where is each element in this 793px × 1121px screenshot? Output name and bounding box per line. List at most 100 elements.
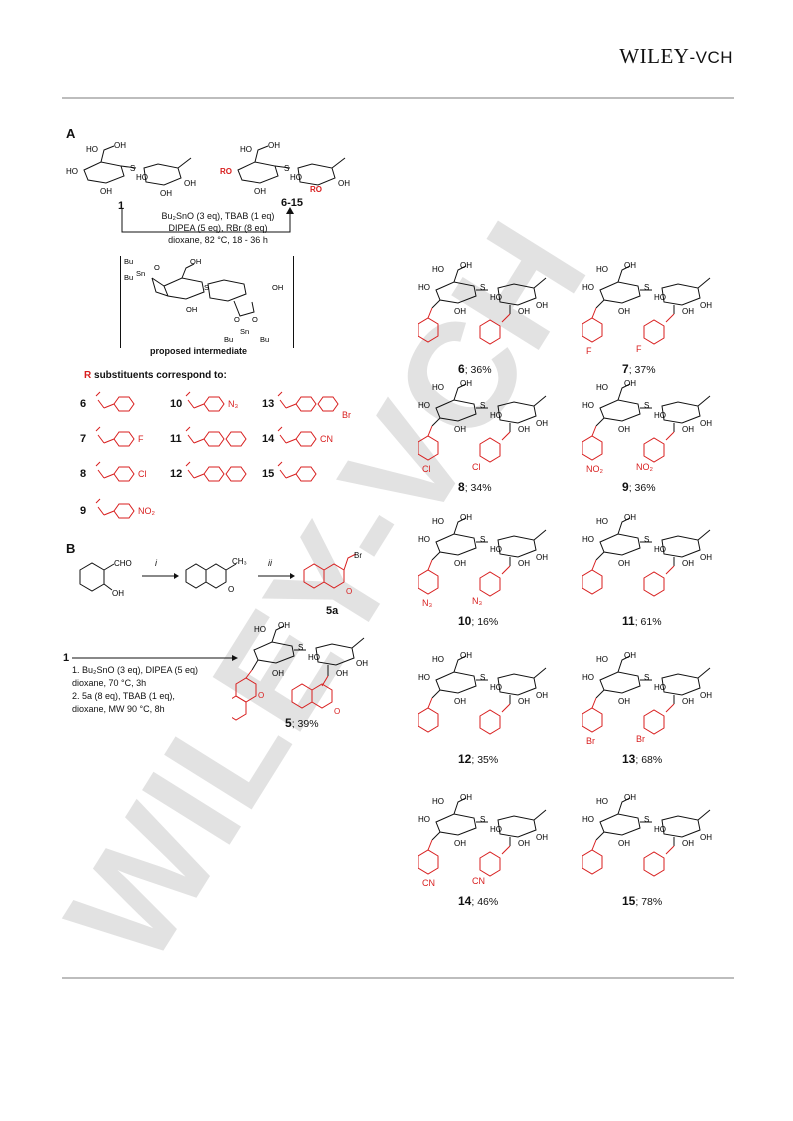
atom-label: OH bbox=[624, 379, 636, 388]
atom-label: HO bbox=[432, 517, 444, 526]
atom-label: OH bbox=[682, 697, 694, 706]
svg-text:O: O bbox=[228, 585, 234, 594]
svg-text:Sn: Sn bbox=[136, 269, 145, 278]
svg-text:Bu: Bu bbox=[124, 257, 133, 266]
substituent-number: 7 bbox=[80, 433, 87, 445]
atom-label: S bbox=[644, 535, 649, 544]
atom-label: HO bbox=[582, 401, 594, 410]
compound-1-structure: OH HO HO S HO OH OH OH bbox=[66, 141, 196, 198]
product-7-label: 7; 37% bbox=[622, 362, 656, 376]
product-13-label: 13; 68% bbox=[622, 752, 662, 766]
svg-text:O: O bbox=[154, 263, 160, 272]
atom-label: OH bbox=[536, 553, 548, 562]
svg-text:OH: OH bbox=[114, 141, 126, 150]
substituent-atom-label: CN bbox=[320, 434, 333, 444]
atom-label: OH bbox=[624, 261, 636, 270]
atom-label: HO bbox=[490, 545, 502, 554]
product-number: 10 bbox=[458, 614, 472, 628]
svg-text:HO: HO bbox=[66, 167, 78, 176]
substituent-structure bbox=[95, 391, 135, 412]
substituents-title: R substituents correspond to: bbox=[84, 370, 227, 381]
product-9-label: 9; 36% bbox=[622, 480, 656, 494]
atom-label: HO bbox=[432, 383, 444, 392]
atom-label: S bbox=[480, 535, 485, 544]
atom-label: OH bbox=[454, 307, 466, 316]
atom-label: OH bbox=[618, 307, 630, 316]
intermediate-bracket bbox=[120, 256, 294, 348]
svg-text:Bu: Bu bbox=[224, 335, 233, 342]
atom-label: OH bbox=[518, 307, 530, 316]
atom-label: HO bbox=[596, 655, 608, 664]
product-atom-label: N₃ bbox=[422, 598, 432, 608]
product-6-label: 6; 36% bbox=[458, 362, 492, 376]
atom-label: OH bbox=[682, 839, 694, 848]
product-atom-label: N₃ bbox=[472, 596, 482, 606]
atom-label: HO bbox=[432, 655, 444, 664]
svg-text:OH: OH bbox=[272, 669, 284, 678]
svg-text:Bu: Bu bbox=[124, 273, 133, 282]
substituent-number: 6 bbox=[80, 398, 87, 410]
product-yield: ; 46% bbox=[471, 896, 499, 908]
substituent-atom-label: N₃ bbox=[228, 399, 239, 409]
atom-label: HO bbox=[490, 293, 502, 302]
atom-label: HO bbox=[654, 545, 666, 554]
atom-label: OH bbox=[518, 839, 530, 848]
arrow-step-ii bbox=[258, 573, 295, 579]
product-number: 6 bbox=[458, 362, 465, 376]
svg-text:OH: OH bbox=[190, 257, 201, 266]
svg-text:HO: HO bbox=[290, 173, 302, 182]
intermediate-structure: Bu Bu Sn O OH S OH OH O O Sn Bu Bu bbox=[124, 257, 283, 342]
svg-text:HO: HO bbox=[308, 653, 320, 662]
svg-text:Bu: Bu bbox=[260, 335, 269, 342]
panel-a-label: A bbox=[66, 126, 76, 141]
atom-label: OH bbox=[624, 651, 636, 660]
atom-label: OH bbox=[700, 833, 712, 842]
atom-label: OH bbox=[682, 559, 694, 568]
atom-label: OH bbox=[700, 691, 712, 700]
svg-text:OH: OH bbox=[272, 283, 283, 292]
atom-label: OH bbox=[700, 419, 712, 428]
svg-text:RO: RO bbox=[220, 167, 232, 176]
product-number: 13 bbox=[622, 752, 636, 766]
step-ii-label: ii bbox=[268, 558, 272, 568]
atom-label: OH bbox=[518, 425, 530, 434]
svg-text:OH: OH bbox=[336, 669, 348, 678]
substituent-number: 9 bbox=[80, 505, 87, 517]
atom-label: S bbox=[480, 673, 485, 682]
substituent-number: 11 bbox=[170, 433, 182, 445]
svg-text:O: O bbox=[252, 315, 258, 324]
reaction-conditions-a: Bu₂SnO (3 eq), TBAB (1 eq) DIPEA (5 eq),… bbox=[161, 211, 275, 245]
svg-text:Br: Br bbox=[354, 551, 362, 560]
svg-text:RO: RO bbox=[310, 185, 322, 194]
arrow-to-5 bbox=[72, 655, 238, 661]
svg-text:S: S bbox=[284, 164, 289, 173]
product-yield: ; 34% bbox=[464, 482, 492, 494]
product-number: 9 bbox=[622, 480, 629, 494]
svg-text:S: S bbox=[298, 643, 303, 652]
substituent-structure bbox=[185, 461, 247, 482]
product-atom-label: CN bbox=[472, 876, 485, 886]
atom-label: HO bbox=[432, 797, 444, 806]
atom-label: OH bbox=[454, 697, 466, 706]
substituent-structure bbox=[277, 391, 339, 412]
product-number: 14 bbox=[458, 894, 472, 908]
svg-text:HO: HO bbox=[136, 173, 148, 182]
product-atom-label: F bbox=[636, 344, 642, 354]
svg-text:CHO: CHO bbox=[114, 559, 132, 568]
product-range-label: 6-15 bbox=[281, 197, 304, 209]
product-15-label: 15; 78% bbox=[622, 894, 662, 908]
conditions-to-5: 1. Bu₂SnO (3 eq), DIPEA (5 eq) dioxane, … bbox=[72, 665, 199, 714]
atom-label: OH bbox=[536, 833, 548, 842]
atom-label: OH bbox=[536, 301, 548, 310]
svg-text:O: O bbox=[346, 587, 352, 596]
atom-label: OH bbox=[618, 559, 630, 568]
product-yield: ; 16% bbox=[471, 616, 499, 628]
atom-label: HO bbox=[432, 265, 444, 274]
product-atom-label: Br bbox=[636, 734, 645, 744]
arrow-step-i bbox=[142, 573, 179, 579]
product-14-label: 14; 46% bbox=[458, 894, 498, 908]
atom-label: OH bbox=[700, 301, 712, 310]
